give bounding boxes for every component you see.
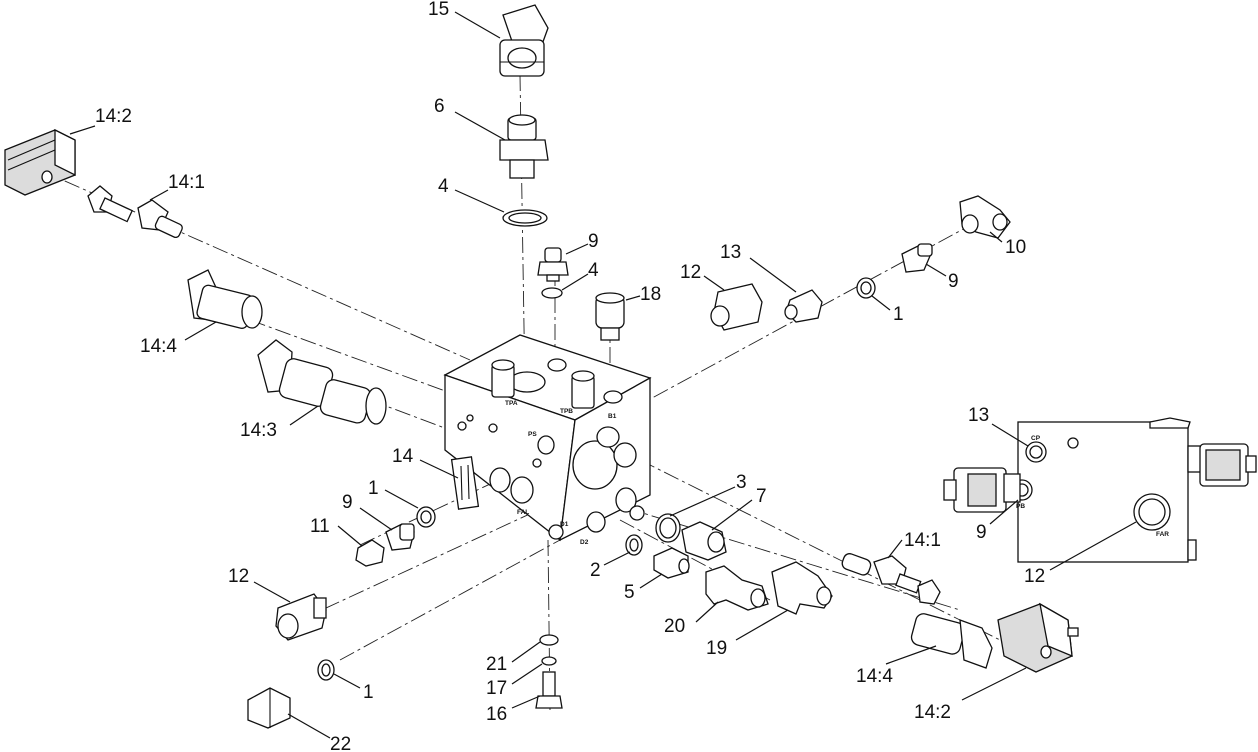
callout-14-2-lower: 14:2 bbox=[914, 702, 951, 723]
part-18-plug bbox=[595, 292, 625, 341]
inset-port-pb: PB bbox=[1016, 503, 1025, 510]
callout-1-bottom: 1 bbox=[363, 682, 374, 703]
callout-19: 19 bbox=[706, 638, 727, 659]
callout-5: 5 bbox=[624, 582, 635, 603]
inset-port-far: FAR bbox=[1156, 531, 1169, 538]
part-2-o-ring bbox=[625, 534, 643, 556]
part-12-cap-upper bbox=[710, 283, 763, 331]
part-14-2-solenoid-coil-lower bbox=[997, 602, 1079, 673]
callout-12-upper: 12 bbox=[680, 262, 701, 283]
part-9-fitting-upper bbox=[537, 247, 569, 282]
callout-20: 20 bbox=[664, 616, 685, 637]
part-16-bolt bbox=[535, 671, 563, 709]
callout-15: 15 bbox=[428, 0, 449, 20]
callout-14-2-upper: 14:2 bbox=[95, 106, 132, 127]
part-10-tee-fitting bbox=[959, 195, 1011, 239]
callout-22: 22 bbox=[330, 734, 351, 752]
callout-1-left: 1 bbox=[368, 478, 379, 499]
part-22-plug bbox=[247, 687, 291, 729]
part-3-o-ring bbox=[655, 513, 681, 543]
callout-11: 11 bbox=[310, 516, 330, 537]
port-label-tpb: TPB bbox=[560, 408, 573, 415]
part-21-washer bbox=[539, 634, 559, 646]
part-5-fitting bbox=[653, 547, 690, 579]
callout-1-right: 1 bbox=[893, 304, 904, 325]
part-4-o-ring-small bbox=[541, 287, 563, 299]
part-1-washer-bottom bbox=[317, 659, 335, 681]
inset-manifold-view: CP PB FAR bbox=[943, 417, 1257, 563]
callout-10: 10 bbox=[1005, 237, 1026, 258]
callout-6: 6 bbox=[434, 96, 445, 117]
callout-9-right: 9 bbox=[948, 271, 959, 292]
callout-2: 2 bbox=[590, 560, 601, 581]
port-label-d1: D1 bbox=[560, 521, 569, 528]
callout-3: 3 bbox=[736, 472, 747, 493]
part-1-washer-left bbox=[416, 506, 436, 528]
callout-14-3: 14:3 bbox=[240, 420, 277, 441]
port-label-ps: PS bbox=[528, 431, 537, 438]
port-label-d2: D2 bbox=[580, 539, 589, 546]
part-14-2-solenoid-coil-upper bbox=[4, 128, 76, 196]
part-11-plug bbox=[355, 539, 385, 567]
callout-14-4-lower: 14:4 bbox=[856, 666, 893, 687]
manifold-block: PS FAL D1 D2 B1 TPB TPA bbox=[443, 334, 652, 546]
callout-14: 14 bbox=[392, 446, 414, 467]
callout-9-left: 9 bbox=[342, 492, 353, 513]
callout-18: 18 bbox=[640, 284, 661, 305]
callout-14-1-lower: 14:1 bbox=[904, 530, 941, 551]
part-14-4-cartridge-lower bbox=[910, 613, 993, 669]
callout-4-small: 4 bbox=[588, 260, 599, 281]
callout-16: 16 bbox=[486, 704, 507, 725]
part-12-cap-left bbox=[275, 593, 327, 641]
part-14-1-cartridge-stem-upper bbox=[87, 185, 183, 239]
part-20-tee bbox=[705, 565, 769, 611]
callout-14-1-upper: 14:1 bbox=[168, 172, 205, 193]
callout-7: 7 bbox=[756, 486, 767, 507]
port-label-fal: FAL bbox=[517, 509, 529, 516]
part-6-adapter bbox=[499, 114, 549, 179]
part-14-1-cartridge-stem-lower bbox=[841, 553, 941, 605]
part-4-o-ring bbox=[502, 209, 548, 227]
part-14-4-cartridge-upper bbox=[187, 269, 263, 329]
callout-17: 17 bbox=[486, 678, 507, 699]
part-7-adapter bbox=[681, 521, 727, 561]
callout-14-4-upper: 14:4 bbox=[140, 336, 177, 357]
callout-21: 21 bbox=[486, 654, 507, 675]
callout-4-top: 4 bbox=[438, 176, 449, 197]
callout-9-inset: 9 bbox=[976, 522, 987, 543]
inset-port-cp: CP bbox=[1031, 435, 1041, 442]
part-9-fitting-left bbox=[385, 523, 415, 551]
callout-12-left: 12 bbox=[228, 566, 249, 587]
part-17-lockwasher bbox=[541, 656, 557, 666]
port-label-b1: B1 bbox=[608, 413, 617, 420]
callout-12-inset: 12 bbox=[1024, 566, 1045, 587]
part-14-3-cartridge bbox=[257, 339, 387, 425]
port-label-tpa: TPA bbox=[505, 400, 518, 407]
callout-labels: 15 6 4 14:2 14:1 9 4 12 13 18 10 9 1 14:… bbox=[95, 0, 1045, 752]
callout-9-top: 9 bbox=[588, 231, 599, 252]
part-15-elbow-fitting bbox=[499, 4, 549, 77]
part-19-tee bbox=[771, 561, 833, 615]
part-1-washer-upper bbox=[856, 277, 876, 299]
callout-13-upper: 13 bbox=[720, 242, 741, 263]
part-9-fitting-right bbox=[901, 243, 933, 273]
callout-13-inset: 13 bbox=[968, 405, 989, 426]
part-13-fitting bbox=[784, 289, 823, 323]
leader-lines bbox=[69, 11, 1137, 739]
